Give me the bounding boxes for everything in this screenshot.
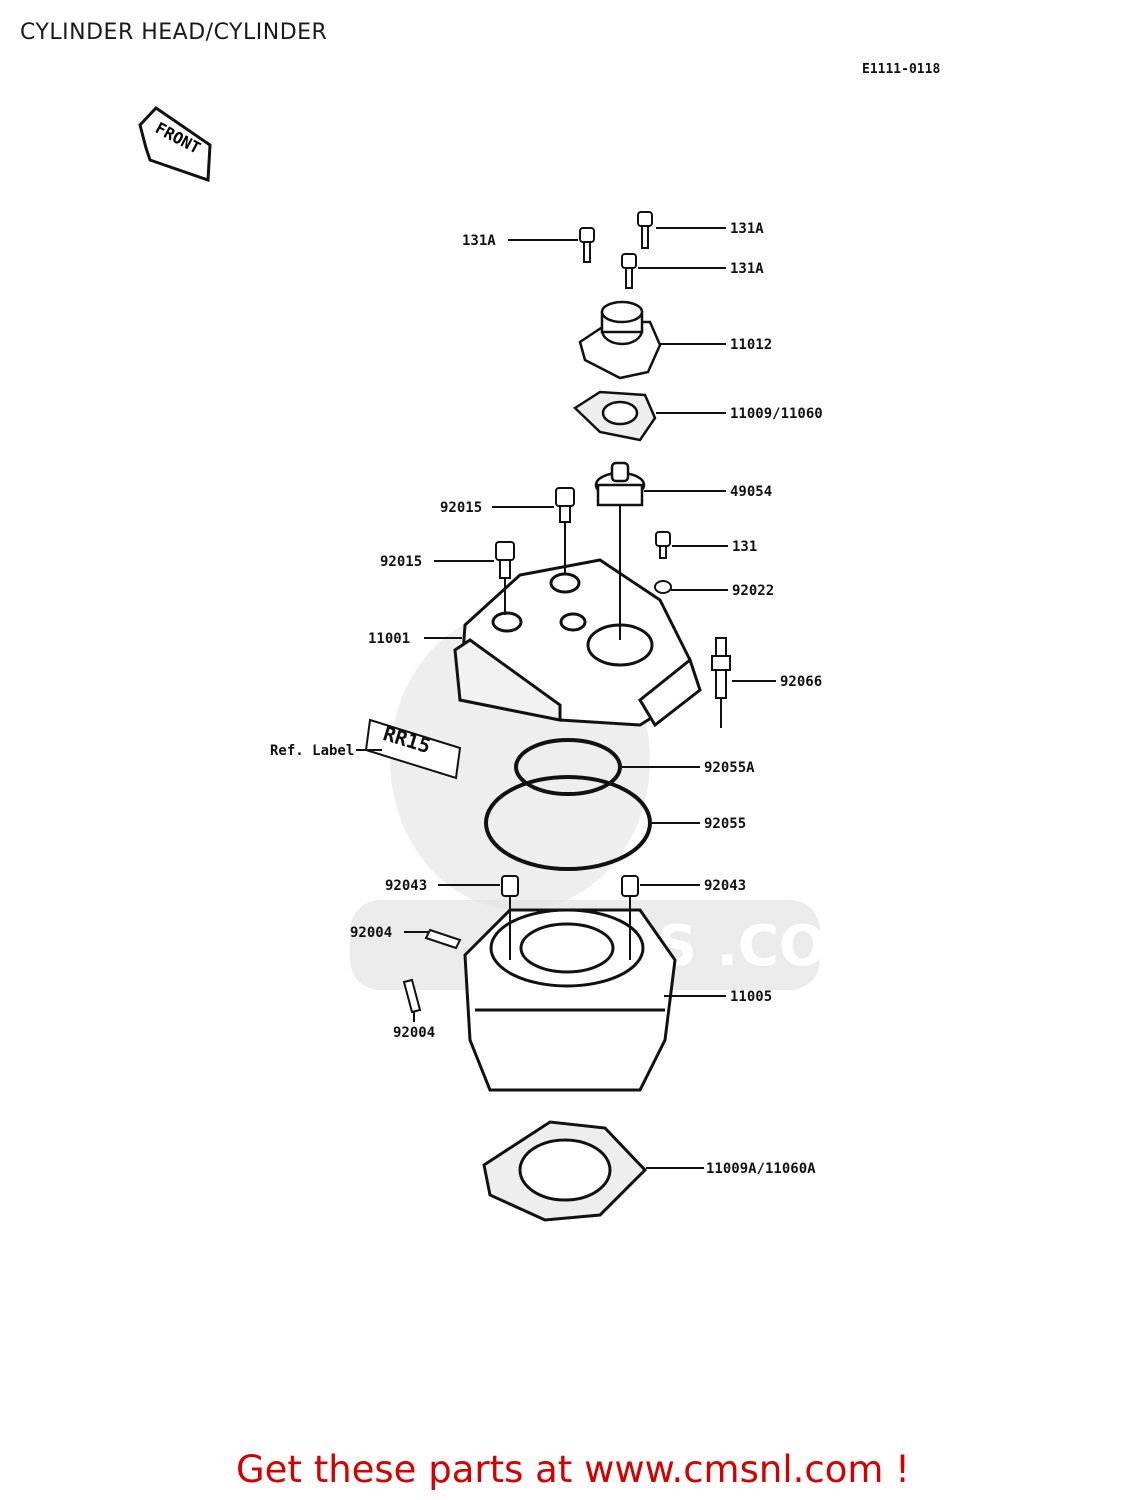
label-92043-right: 92043 xyxy=(704,878,746,894)
label-11009: 11009/11060 xyxy=(730,406,823,422)
front-arrow: FRONT xyxy=(138,106,212,183)
label-92022: 92022 xyxy=(732,583,774,599)
leader-lines xyxy=(356,227,776,1169)
label-11012: 11012 xyxy=(730,337,772,353)
label-92055a: 92055A xyxy=(704,760,755,776)
label-ref-label: Ref. Label xyxy=(270,743,354,759)
bolt-131a-left xyxy=(579,227,595,263)
o-ring-92055a xyxy=(514,738,622,796)
label-92055: 92055 xyxy=(704,816,746,832)
bolt-131a-right xyxy=(621,253,637,289)
label-131: 131 xyxy=(732,539,757,555)
label-92043-left: 92043 xyxy=(385,878,427,894)
label-131a-right: 131A xyxy=(730,261,764,277)
bolt-92015-b xyxy=(495,541,515,579)
thermostat xyxy=(594,461,646,507)
bolt-131 xyxy=(655,531,671,559)
temperature-sensor xyxy=(711,637,731,699)
label-11005: 11005 xyxy=(730,989,772,1005)
label-92015-a: 92015 xyxy=(440,500,482,516)
page-title: CYLINDER HEAD/CYLINDER xyxy=(20,20,328,45)
dowel-92043-right xyxy=(621,875,639,897)
base-gasket xyxy=(482,1120,648,1222)
cylinder-block xyxy=(463,908,677,1092)
part-labels: 131A 131A 131A 11012 11009/11060 49054 9… xyxy=(270,221,823,1177)
label-131a-top: 131A xyxy=(730,221,764,237)
water-outlet-cover xyxy=(578,300,662,380)
bolt-131a-top xyxy=(637,211,653,249)
label-92066: 92066 xyxy=(780,674,822,690)
label-92015-b: 92015 xyxy=(380,554,422,570)
promo-link[interactable]: Get these parts at www.cmsnl.com ! xyxy=(235,1448,910,1491)
label-11001: 11001 xyxy=(368,631,410,647)
o-ring-92055 xyxy=(484,775,652,871)
reference-label-plate: RR15 xyxy=(364,718,462,780)
stud-92004-upper xyxy=(424,928,462,950)
washer-92022 xyxy=(654,580,672,594)
cylinder-head xyxy=(453,558,702,728)
label-92004-lower: 92004 xyxy=(393,1025,435,1041)
outlet-gasket xyxy=(572,390,657,442)
stud-92004-lower xyxy=(402,978,422,1014)
dowel-92043-left xyxy=(501,875,519,897)
label-11009a: 11009A/11060A xyxy=(706,1161,816,1177)
diagram-code: E1111-0118 xyxy=(862,62,941,77)
label-49054: 49054 xyxy=(730,484,772,500)
bolt-92015-a xyxy=(555,487,575,523)
label-92004-upper: 92004 xyxy=(350,925,392,941)
exploded-parts-diagram: CMS .COM FRONT xyxy=(138,106,823,1222)
label-131a-left: 131A xyxy=(462,233,496,249)
